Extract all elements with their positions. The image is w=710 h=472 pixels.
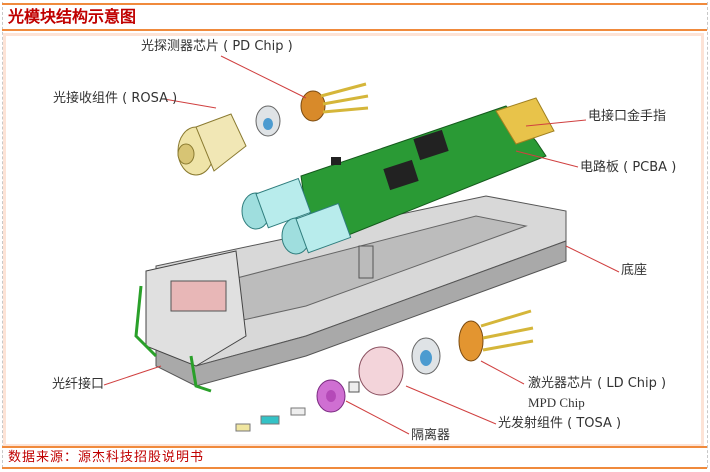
divider-bottom bbox=[2, 467, 707, 469]
label-isolator: 隔离器 bbox=[411, 428, 451, 443]
divider-source bbox=[2, 446, 707, 448]
post bbox=[358, 245, 374, 279]
gold-finger bbox=[495, 97, 555, 145]
base-side bbox=[155, 240, 567, 387]
tosa-body bbox=[358, 346, 404, 396]
rosa-lens-glass bbox=[263, 118, 273, 130]
latch-wire bbox=[134, 285, 212, 393]
fiber-port-pink bbox=[170, 280, 227, 312]
label-pd-chip: 光探测器芯片 ( PD Chip ) bbox=[141, 39, 293, 54]
label-pcba: 电路板 ( PCBA ) bbox=[580, 160, 677, 175]
label-mpd-chip: MPD Chip bbox=[528, 395, 585, 410]
divider-title bbox=[2, 29, 707, 31]
chip-1 bbox=[413, 129, 449, 161]
rosa-barrel bbox=[195, 113, 247, 172]
fiber-ferrule-2 bbox=[260, 415, 280, 425]
diagram-art bbox=[103, 55, 620, 435]
label-ld-chip: 激光器芯片 ( LD Chip ) bbox=[528, 376, 667, 391]
chip-2 bbox=[383, 159, 419, 191]
tosa-lens-glass bbox=[420, 350, 432, 366]
label-tosa: 光发射组件 ( TOSA ) bbox=[498, 416, 622, 431]
label-rosa: 光接收组件 ( ROSA ) bbox=[53, 91, 178, 106]
fiber-ferrule-1 bbox=[235, 423, 251, 432]
board-tosa-body bbox=[295, 202, 352, 254]
spacer bbox=[348, 381, 360, 393]
pd-chip-pins bbox=[320, 82, 369, 114]
data-source: 数据来源：源杰科技招股说明书 bbox=[8, 450, 205, 465]
fiber-ferrule-3 bbox=[290, 407, 306, 416]
divider-top bbox=[2, 3, 707, 5]
pd-chip bbox=[300, 90, 326, 122]
label-fiber-port: 光纤接口 bbox=[52, 377, 105, 392]
rosa-bore bbox=[177, 143, 195, 165]
leader-lines bbox=[103, 55, 620, 435]
optical-module-diagram: 光探测器芯片 ( PD Chip ) 光接收组件 ( ROSA ) 电接口金手指… bbox=[3, 33, 704, 447]
label-gold-finger: 电接口金手指 bbox=[588, 109, 667, 124]
ld-chip-pins bbox=[480, 309, 534, 352]
page-title: 光模块结构示意图 bbox=[8, 7, 137, 26]
chip-3 bbox=[331, 157, 341, 165]
label-base: 底座 bbox=[621, 263, 648, 278]
isolator-core bbox=[326, 390, 336, 402]
ld-chip bbox=[458, 320, 484, 362]
